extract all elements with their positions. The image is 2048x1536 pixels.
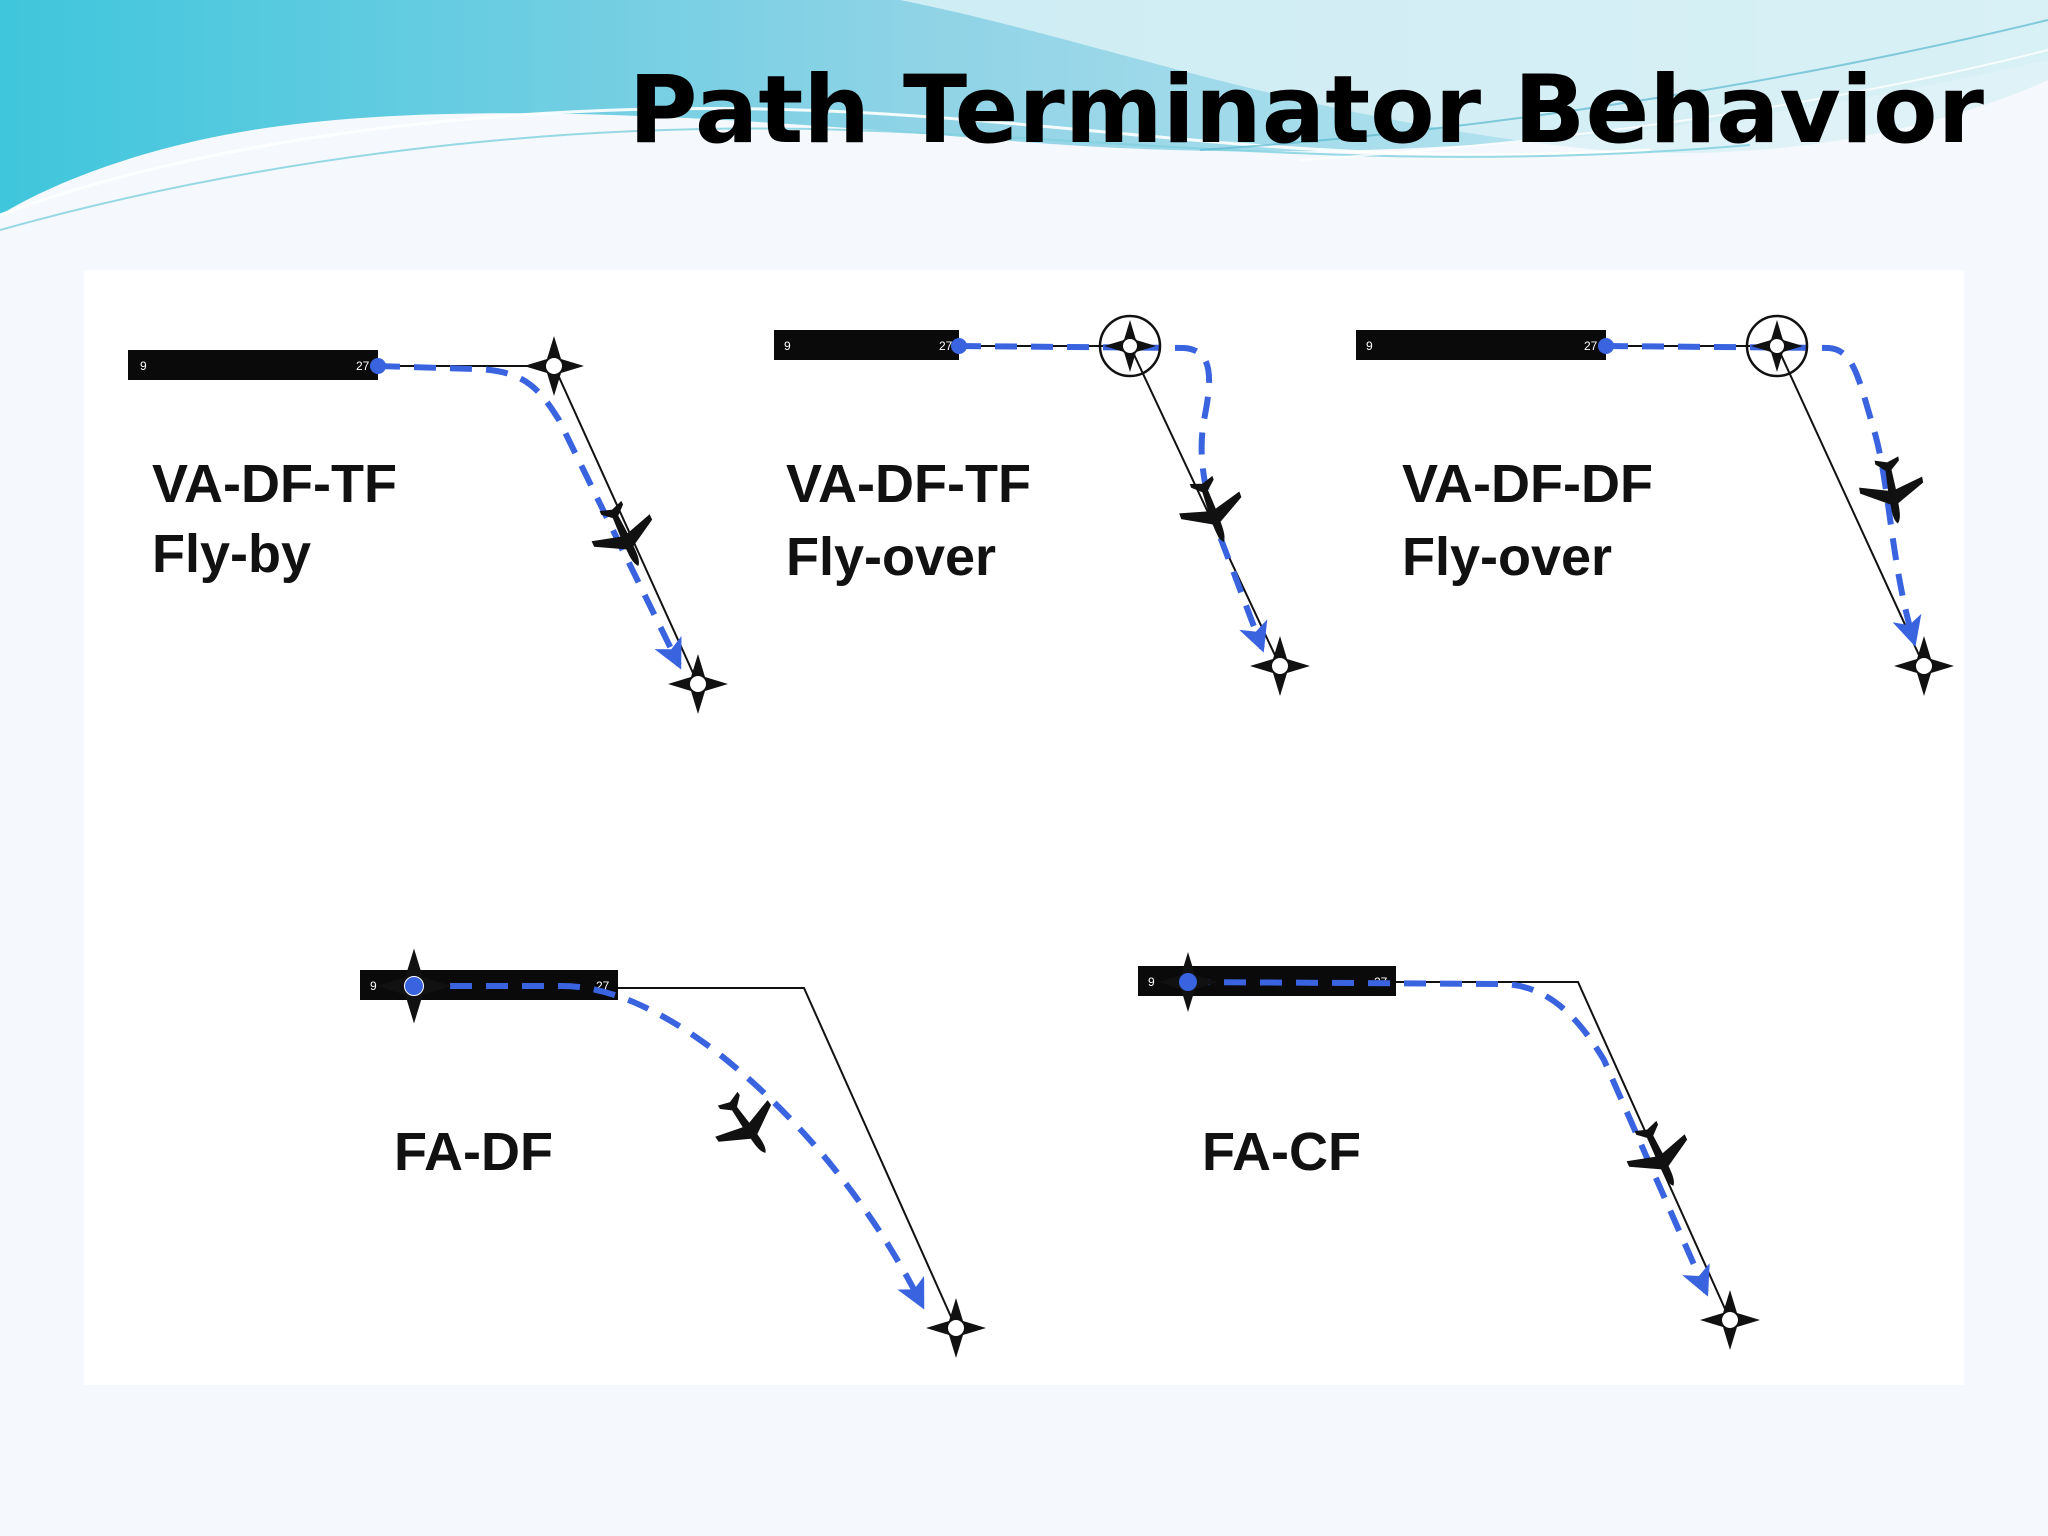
runway-end-label: 9: [140, 359, 147, 373]
nominal-track: [618, 987, 957, 1329]
procedure-label: VA-DF-TF: [786, 454, 1031, 514]
procedure-label: VA-DF-DF: [1402, 454, 1653, 514]
waypoint-star-icon: [1893, 635, 1955, 697]
panel-fa-df: 9 27 FA-DF: [360, 947, 987, 1359]
waypoint-star-icon: [1699, 1289, 1761, 1351]
start-point: [370, 358, 386, 374]
start-point: [405, 977, 423, 995]
flight-path: [1187, 979, 1710, 1297]
start-point: [1598, 338, 1614, 354]
flyover-waypoint-icon: [1098, 314, 1162, 378]
waypoint-star-icon: [925, 1297, 987, 1359]
procedure-sublabel: Fly-over: [1402, 527, 1612, 587]
runway-end-label: 9: [784, 339, 791, 353]
panel-va-df-df-flyover: 9 27 VA-DF-DF Fly-over: [1356, 314, 1955, 697]
nominal-track: [378, 365, 699, 685]
airplane-icon: [701, 1080, 792, 1172]
procedure-label: FA-DF: [394, 1122, 553, 1182]
airplane-icon: [1170, 468, 1254, 553]
panel-va-df-tf-flyover: 9 27 VA-DF-TF Fly-over: [774, 314, 1311, 697]
diagram-panel: 9 27 VA-DF-TF Fly-by 9 27 VA-DF-TF Fly-o…: [84, 270, 1964, 1385]
runway-end-label: 27: [939, 339, 953, 353]
procedure-label: VA-DF-TF: [152, 454, 397, 514]
start-point: [951, 338, 967, 354]
runway-end-label: 9: [1366, 339, 1373, 353]
procedure-sublabel: Fly-over: [786, 527, 996, 587]
flight-path: [414, 983, 925, 1310]
airplane-icon: [581, 492, 668, 580]
nominal-track: [1396, 981, 1731, 1321]
runway-end-label: 9: [1148, 975, 1155, 989]
runway: [128, 350, 378, 380]
runway-end-label: 27: [1584, 339, 1598, 353]
nominal-track: [1606, 345, 1925, 667]
flyover-waypoint-icon: [1745, 314, 1809, 378]
panel-va-df-tf-flyby: 9 27 VA-DF-TF Fly-by: [128, 335, 729, 715]
procedure-sublabel: Fly-by: [152, 524, 311, 584]
flight-path: [377, 363, 682, 670]
flight-path: [1605, 343, 1922, 647]
runway-end-label: 27: [356, 359, 370, 373]
runway: [1356, 330, 1606, 360]
path-terminator-diagram: 9 27 VA-DF-TF Fly-by 9 27 VA-DF-TF Fly-o…: [128, 314, 1955, 1359]
procedure-label: FA-CF: [1202, 1122, 1361, 1182]
runway: [774, 330, 959, 360]
slide-title: Path Terminator Behavior: [628, 56, 1984, 165]
panel-fa-cf: 9 27 FA-CF: [1138, 951, 1761, 1351]
start-point: [1179, 973, 1197, 991]
runway-end-label: 9: [370, 979, 377, 993]
